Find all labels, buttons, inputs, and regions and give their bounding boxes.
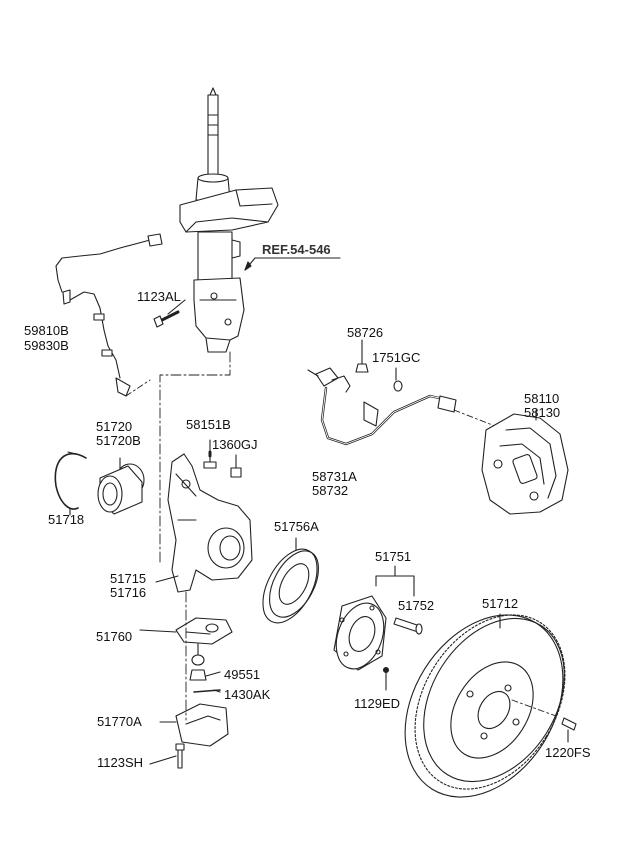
part-label-51720b: 51720B [96,433,141,448]
part-label-58726: 58726 [347,325,384,340]
part-label-58151b: 58151B [186,417,231,432]
part-label-1360gj: 1360GJ [212,437,258,452]
screw-1220fs [561,717,577,743]
screw-1129ed [382,666,390,691]
part-label-1129ed: 1129ED [354,696,401,711]
part-label-51720: 51720 [96,419,133,434]
washer-1751gc [393,367,403,392]
steering-knuckle [167,453,253,593]
ref-label: REF.54-546 [262,242,331,257]
bolt-1123sh [175,743,185,769]
part-label-51752: 51752 [398,598,435,613]
ball-joint [175,617,233,666]
hub-bolt [393,617,423,635]
strut-assembly [179,87,279,353]
part-label-59830b: 59830B [24,338,69,353]
part-label-51715: 51715 [110,571,147,586]
part-label-51751: 51751 [375,549,412,564]
bolt-58726 [355,339,369,373]
part-label-1430ak: 1430AK [224,687,271,702]
part-label-51712: 51712 [482,596,519,611]
brake-hose [307,367,501,446]
part-label-49551: 49551 [224,667,261,682]
part-label-1123sh: 1123SH [97,755,144,770]
brake-caliper [481,409,569,515]
part-label-51716: 51716 [110,585,147,600]
part-label-58110: 58110 [524,391,560,406]
dust-shield-51770a [159,703,229,747]
part-label-51718: 51718 [48,512,85,527]
part-label-58130: 58130 [524,405,561,420]
part-label-51760: 51760 [96,629,133,644]
wheel-speed-sensor-cable [55,233,163,397]
part-label-1220fs: 1220FS [545,745,591,760]
bolt-1123al [153,299,186,328]
part-label-1123al: 1123AL [137,289,181,304]
part-label-58731a: 58731A [312,469,357,484]
brake-disc [404,613,566,798]
wheel-hub [333,565,415,671]
ref-arrow [244,257,341,271]
part-label-51770a: 51770A [97,714,142,729]
part-label-51756a: 51756A [274,519,319,534]
wheel-bearing [97,457,145,515]
part-label-59810b: 59810B [24,323,69,338]
bolt-58151b [203,439,217,469]
nut-1360gj [230,454,242,478]
snap-ring [54,451,87,516]
part-label-1751gc: 1751GC [372,350,421,365]
part-label-58732: 58732 [312,483,349,498]
nut-49551 [189,669,207,681]
dust-cover [262,537,319,624]
